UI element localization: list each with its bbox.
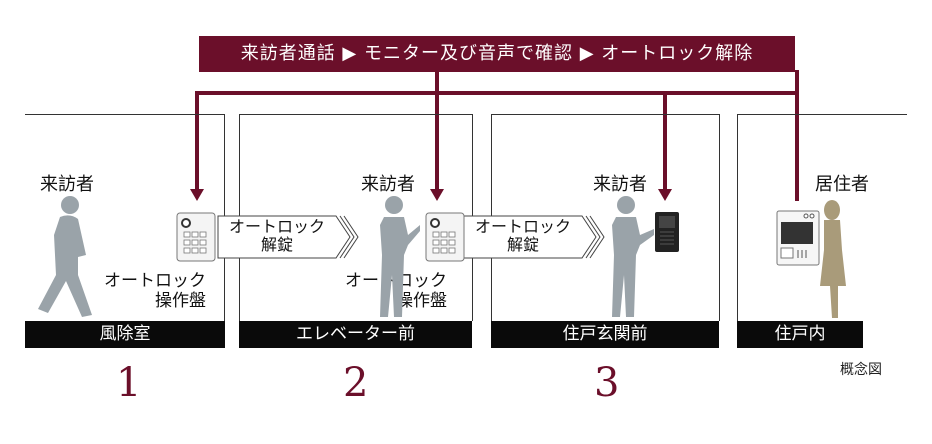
intercom-panel-icon bbox=[176, 212, 216, 262]
concept-note: 概念図 bbox=[840, 362, 882, 378]
resident-label: 居住者 bbox=[815, 174, 869, 195]
arrowhead-3 bbox=[658, 189, 672, 201]
step-number-1: 1 bbox=[116, 360, 142, 406]
unlock-label-2: オートロック 解錠 bbox=[474, 217, 571, 254]
room-3-top bbox=[491, 114, 719, 115]
intercom-panel-icon bbox=[425, 212, 465, 262]
visitor-label-2: 来訪者 bbox=[361, 174, 415, 195]
visitor-standing-icon bbox=[380, 196, 420, 317]
step-number-3: 3 bbox=[594, 360, 620, 406]
chevron-arrow-icon bbox=[217, 215, 359, 259]
connector-drop-1 bbox=[195, 91, 199, 191]
room-2-top bbox=[239, 114, 472, 115]
connector-drop-4 bbox=[795, 70, 799, 201]
step-number-2: 2 bbox=[343, 360, 369, 406]
unlock-arrow-2: オートロック 解錠 bbox=[463, 215, 605, 259]
arrowhead-2 bbox=[430, 189, 444, 201]
panel-label-1: オートロック 操作盤 bbox=[104, 271, 206, 311]
room-3-right bbox=[719, 114, 720, 321]
room-4-left bbox=[737, 114, 738, 321]
door-intercom-icon bbox=[655, 212, 679, 252]
chevron-arrow-icon bbox=[463, 215, 605, 259]
arrowhead-1 bbox=[190, 189, 204, 201]
room-1-top bbox=[25, 114, 225, 115]
visitor-label-1: 来訪者 bbox=[40, 174, 94, 195]
visitor-standing-icon bbox=[612, 196, 654, 317]
visitor-walking-icon bbox=[38, 196, 92, 317]
resident-icon bbox=[820, 200, 846, 318]
unlock-arrow-1: オートロック 解錠 bbox=[217, 215, 359, 259]
monitor-icon bbox=[776, 210, 820, 266]
connector-drop-3 bbox=[663, 91, 667, 191]
zone-label-4: 住戸内 bbox=[737, 321, 863, 348]
process-banner: 来訪者通話 ▶ モニター及び音声で確認 ▶ オートロック解除 bbox=[199, 36, 795, 72]
visitor-label-3: 来訪者 bbox=[593, 174, 647, 195]
connector-drop-2 bbox=[435, 70, 439, 191]
unlock-label-1: オートロック 解錠 bbox=[228, 217, 325, 254]
zone-label-2: エレベーター前 bbox=[239, 321, 472, 348]
zone-label-3: 住戸玄関前 bbox=[491, 321, 719, 348]
zone-label-1: 風除室 bbox=[25, 321, 225, 348]
connector-top bbox=[195, 91, 799, 95]
room-4-top bbox=[737, 114, 907, 115]
